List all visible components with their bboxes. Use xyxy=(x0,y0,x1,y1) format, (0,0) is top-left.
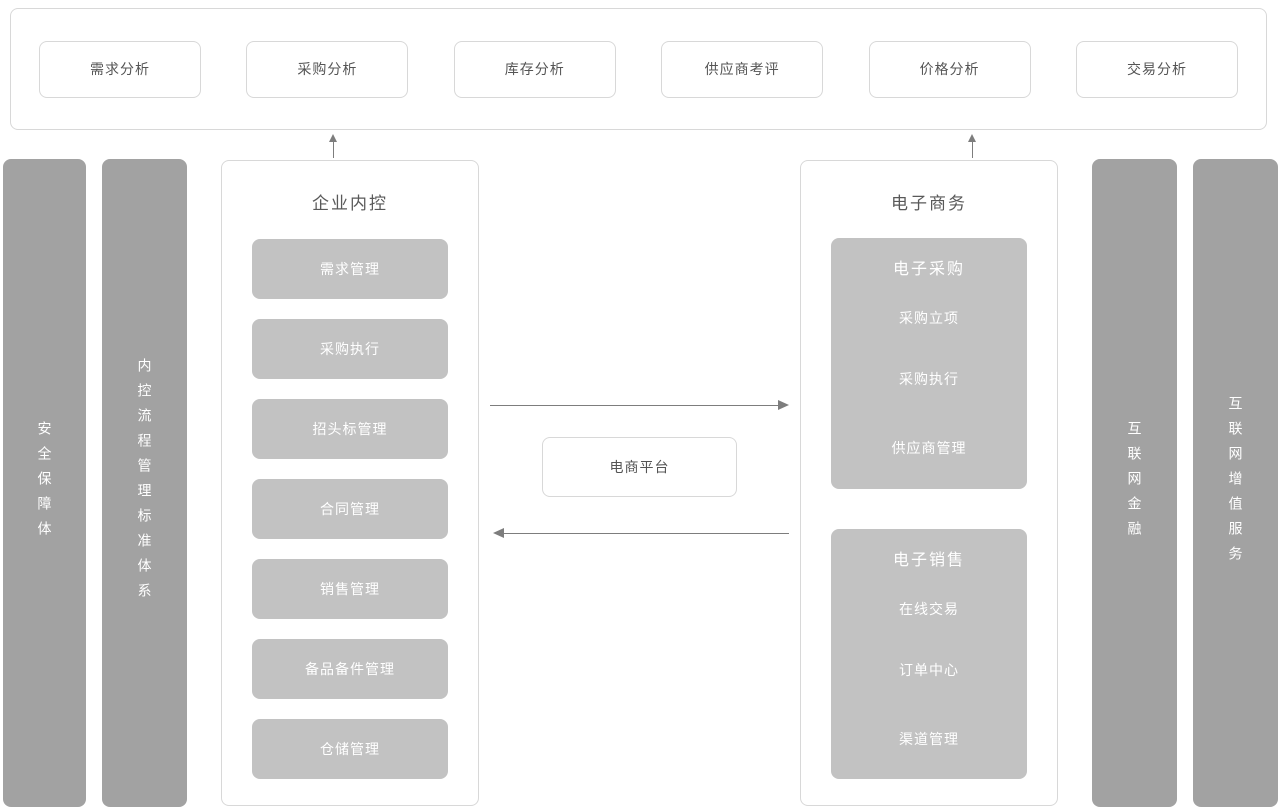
internal-item-warehouse-management: 仓储管理 xyxy=(252,719,448,779)
left-arrow-icon xyxy=(493,528,789,538)
e-sales-group: 电子销售 在线交易 订单中心 渠道管理 xyxy=(831,529,1027,779)
analysis-box-supplier-evaluation: 供应商考评 xyxy=(661,40,824,98)
item-label: 合同管理 xyxy=(320,501,380,517)
internal-control-panel: 企业内控 需求管理 采购执行 招头标管理 合同管理 销售管理 备品备件管理 仓储… xyxy=(221,160,479,806)
internal-item-demand-management: 需求管理 xyxy=(252,239,448,299)
group-title: 电子销售 xyxy=(892,552,965,569)
subitem-online-trading: 在线交易 xyxy=(899,601,959,617)
subitem-procurement-initiation: 采购立项 xyxy=(899,310,959,326)
pillar-label: 互联网金融 xyxy=(1126,420,1143,546)
analysis-box-label: 需求分析 xyxy=(90,61,150,77)
right-arrow-icon xyxy=(490,400,789,410)
analysis-box-inventory: 库存分析 xyxy=(453,40,616,98)
arrow-line xyxy=(490,404,780,406)
item-label: 招头标管理 xyxy=(312,421,388,437)
subitem-channel-management: 渠道管理 xyxy=(899,731,959,747)
pillar-internal-control-standards: 内控流程管理标准体系 xyxy=(102,159,187,807)
e-procurement-group: 电子采购 采购立项 采购执行 供应商管理 xyxy=(831,238,1027,489)
item-label: 备品备件管理 xyxy=(305,661,395,677)
subitem-procurement-execution: 采购执行 xyxy=(899,371,959,387)
pillar-label: 互联网增值服务 xyxy=(1227,395,1244,571)
ecommerce-panel: 电子商务 电子采购 采购立项 采购执行 供应商管理 电子销售 在线交易 订单中心… xyxy=(800,160,1058,806)
ecommerce-platform-box: 电商平台 xyxy=(542,437,737,497)
pillar-label: 安全保障体 xyxy=(36,420,53,546)
pillar-label: 内控流程管理标准体系 xyxy=(136,358,153,608)
arrow-line xyxy=(502,532,789,534)
item-label: 需求管理 xyxy=(320,261,380,277)
panel-title: 企业内控 xyxy=(312,194,388,213)
arrow-head xyxy=(329,134,337,142)
item-label: 销售管理 xyxy=(320,581,380,597)
item-label: 采购执行 xyxy=(320,341,380,357)
platform-label: 电商平台 xyxy=(609,459,670,475)
analysis-box-price: 价格分析 xyxy=(868,40,1031,98)
internal-item-contract-management: 合同管理 xyxy=(252,479,448,539)
arrow-head xyxy=(493,528,504,538)
up-arrow-icon xyxy=(968,134,977,158)
analysis-box-label: 采购分析 xyxy=(297,61,358,77)
pillar-internet-finance: 互联网金融 xyxy=(1092,159,1177,807)
subitem-supplier-management: 供应商管理 xyxy=(891,440,967,456)
internal-item-sales-management: 销售管理 xyxy=(252,559,448,619)
arrow-head xyxy=(778,400,789,410)
subitem-order-center: 订单中心 xyxy=(899,662,959,678)
analysis-box-label: 价格分析 xyxy=(919,61,980,77)
analysis-box-label: 交易分析 xyxy=(1126,61,1187,77)
pillar-internet-value-added-services: 互联网增值服务 xyxy=(1193,159,1278,807)
analysis-box-label: 库存分析 xyxy=(504,61,565,77)
panel-title: 电子商务 xyxy=(891,194,967,213)
pillar-security-assurance: 安全保障体 xyxy=(3,159,86,807)
analysis-box-demand: 需求分析 xyxy=(39,40,201,98)
analysis-box-transaction: 交易分析 xyxy=(1075,40,1238,98)
internal-item-bidding-management: 招头标管理 xyxy=(252,399,448,459)
up-arrow-icon xyxy=(329,134,338,158)
arrow-stem xyxy=(333,140,334,158)
internal-item-procurement-execution: 采购执行 xyxy=(252,319,448,379)
analysis-panel: 需求分析 采购分析 库存分析 供应商考评 价格分析 交易分析 xyxy=(10,8,1267,130)
arrow-stem xyxy=(972,140,973,158)
analysis-box-label: 供应商考评 xyxy=(704,61,780,77)
analysis-box-procurement: 采购分析 xyxy=(246,40,409,98)
internal-item-spare-parts-management: 备品备件管理 xyxy=(252,639,448,699)
arrow-head xyxy=(968,134,976,142)
item-label: 仓储管理 xyxy=(320,741,380,757)
group-title: 电子采购 xyxy=(892,261,965,278)
